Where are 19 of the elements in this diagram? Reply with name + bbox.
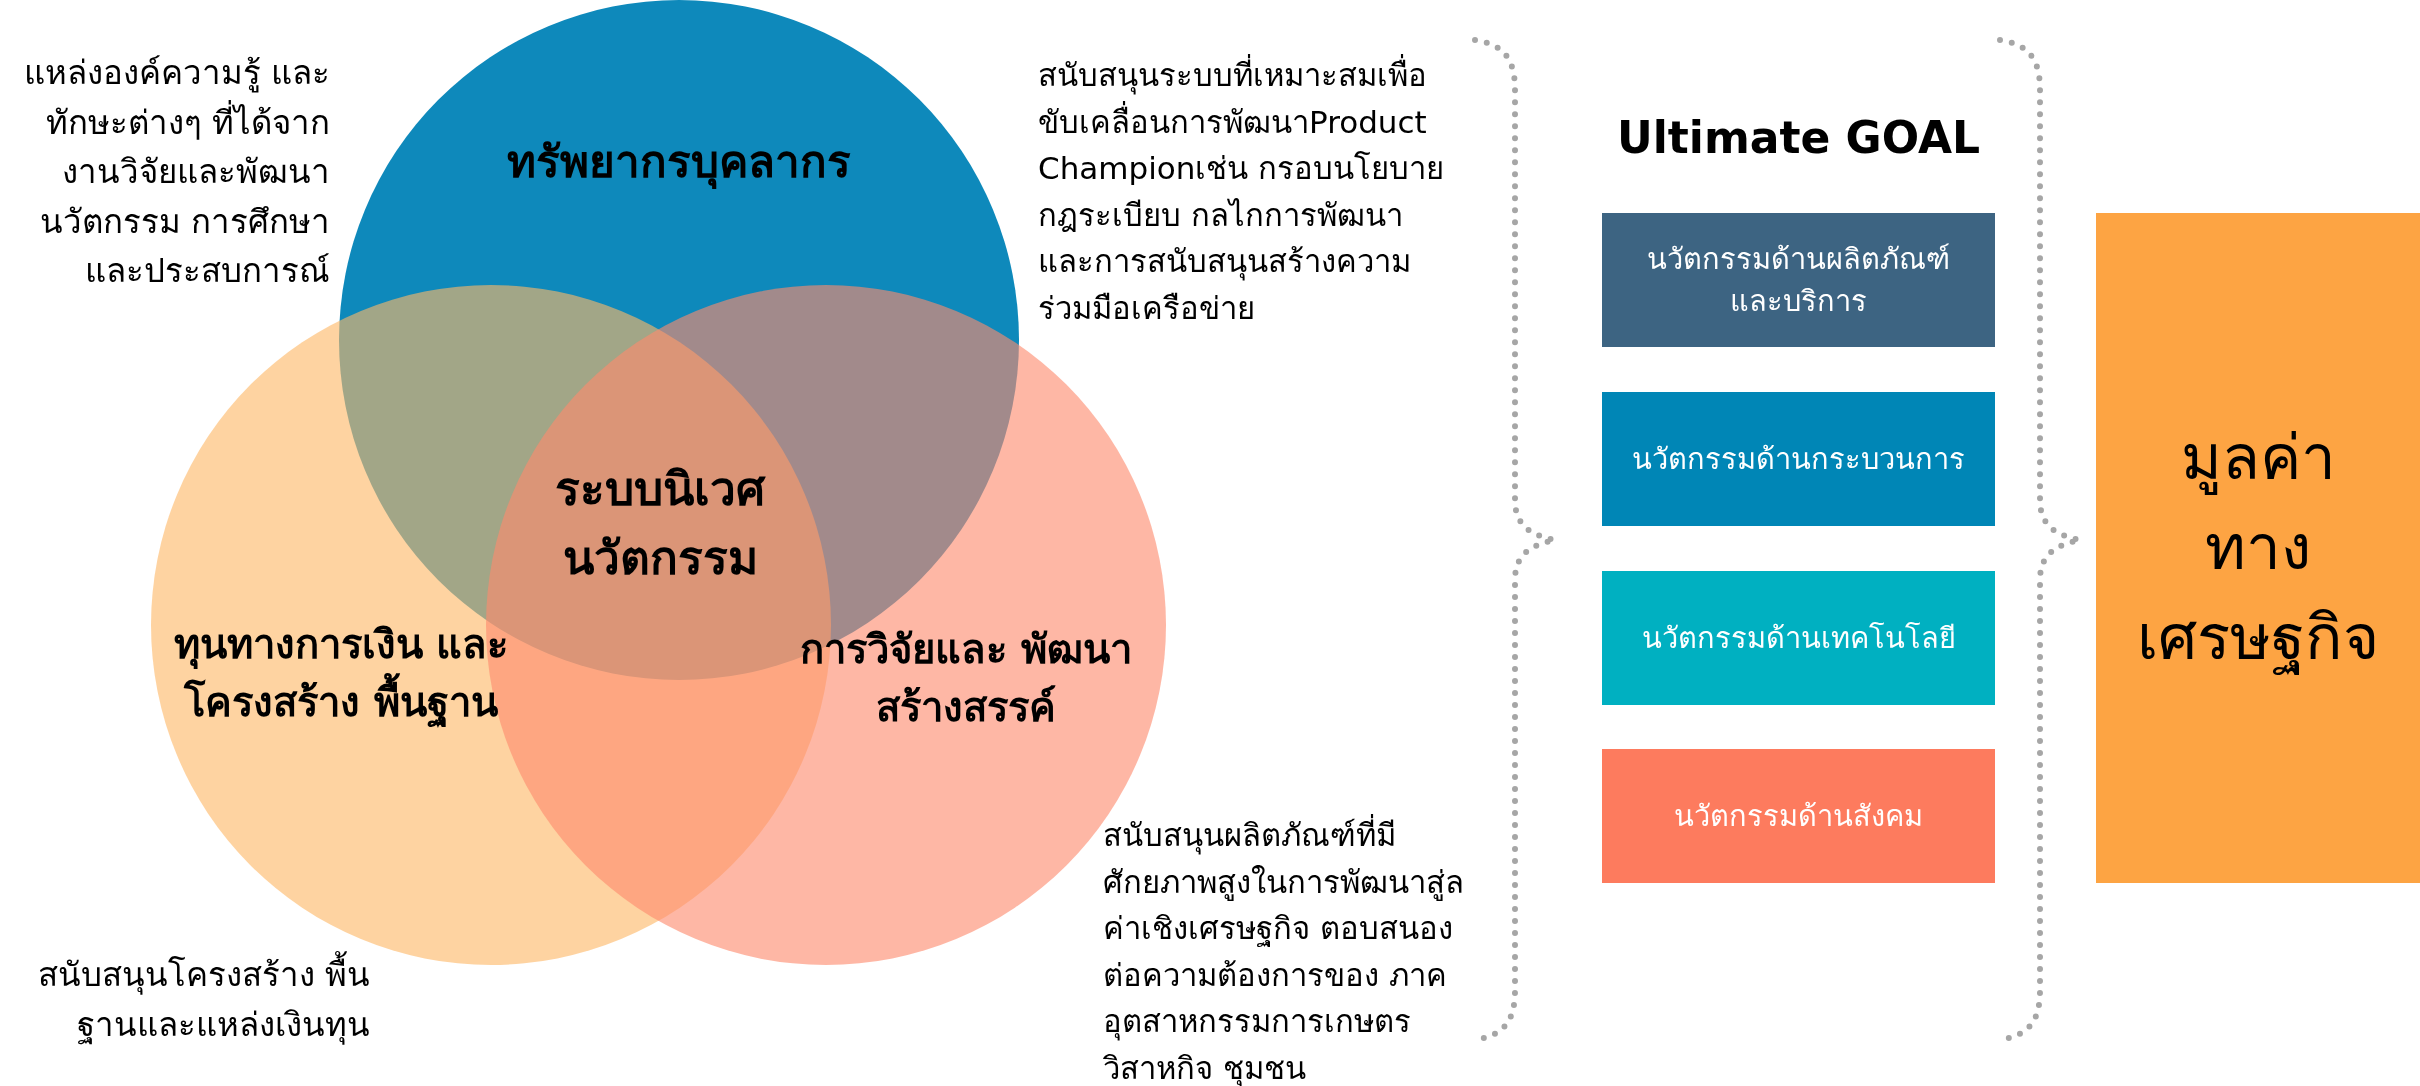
- goal-box: [1602, 213, 1995, 347]
- annotation-text: สนับสนุนโครงสร้าง พื้นฐานและแหล่งเงินทุน: [5, 950, 370, 1049]
- box-label: นวัตกรรมด้านเทคโนโลยี: [1641, 619, 1956, 657]
- box-label: มูลค่าทาง เศรษฐกิจ: [2136, 420, 2380, 677]
- result-box: [2096, 213, 2420, 883]
- center-label: ระบบนิเวศ นวัตกรรม: [554, 461, 767, 587]
- circle-label: ทุนทางการเงิน และโครงสร้าง พื้นฐาน: [161, 615, 521, 731]
- annotation-text: สนับสนุนระบบที่เหมาะสมเพื่อ ขับเคลื่อนการพัฒนาProduct Championเช่น กรอบนโยบาย กฎระเบียบ กลไกการพัฒนา และการสนับสนุนสร้างความ ร่วมมือเครือข่าย: [1038, 52, 1468, 331]
- circle-label: การวิจัยและ พัฒนา สร้างสรรค์: [799, 625, 1133, 732]
- annotation-text: สนับสนุนผลิตภัณฑ์ที่มี ศักยภาพสูงในการพัฒนาสู่ล ค่าเชิงเศรษฐกิจ ตอบสนอง ต่อความต้องการของ ภาคอุตสาหกรรมการเกษตร วิสาหกิจ ชุมชน: [1103, 812, 1483, 1086]
- circle-label: ทรัพยากรบุคลากร: [506, 135, 852, 191]
- box-label: นวัตกรรมด้านผลิตภัณฑ์ และบริการ: [1646, 240, 1951, 320]
- goal-box: [1602, 749, 1995, 883]
- goal-box: [1602, 392, 1995, 526]
- section-heading: Ultimate GOAL: [1615, 111, 1982, 165]
- goal-box: [1602, 571, 1995, 705]
- box-label: นวัตกรรมด้านกระบวนการ: [1632, 440, 1965, 478]
- annotation-text: แหล่งองค์ความรู้ และ ทักษะต่างๆ ที่ได้จาก งานวิจัยและพัฒนา นวัตกรรม การศึกษา และประสบการณ์: [22, 52, 330, 292]
- box-label: นวัตกรรมด้านสังคม: [1674, 797, 1923, 835]
